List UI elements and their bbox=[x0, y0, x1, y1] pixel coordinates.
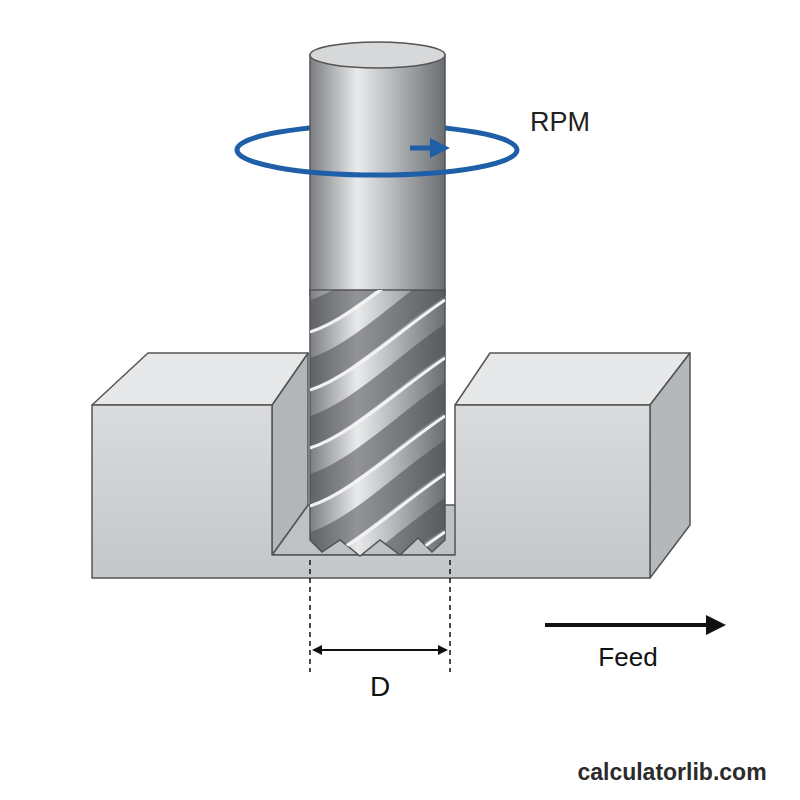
flute-band bbox=[310, 266, 445, 388]
flute-band bbox=[310, 498, 445, 620]
flute-band bbox=[310, 440, 445, 562]
rpm-ring-front bbox=[237, 150, 377, 175]
feed-label: Feed bbox=[598, 642, 657, 673]
rotation-label: RPM bbox=[530, 107, 590, 138]
watermark: calculatorlib.com bbox=[577, 759, 766, 786]
flute-band bbox=[310, 382, 445, 504]
end-mill bbox=[310, 42, 445, 680]
rpm-ring-front bbox=[377, 150, 517, 175]
flute-edge bbox=[310, 590, 445, 680]
flute-band bbox=[310, 556, 445, 678]
flute-edge bbox=[310, 532, 445, 622]
diameter-dimension bbox=[310, 560, 450, 672]
rpm-arrow bbox=[410, 146, 440, 151]
feed-arrow bbox=[545, 623, 722, 627]
diameter-label: D bbox=[370, 671, 390, 703]
flute-band bbox=[310, 324, 445, 446]
flute-band bbox=[310, 208, 445, 330]
